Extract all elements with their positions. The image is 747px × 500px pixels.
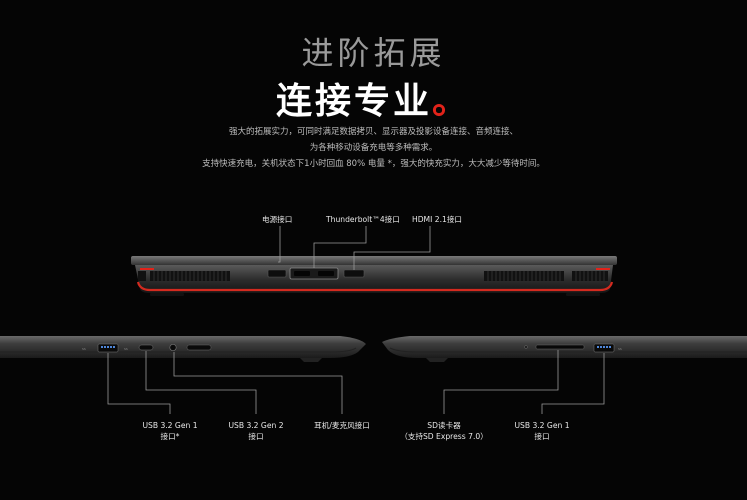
sd-reader-label: SD读卡器 （支持SD Express 7.0）	[396, 420, 492, 442]
power-port-label: 电源接口	[262, 215, 293, 224]
rear-view-laptop	[131, 256, 617, 296]
heading-line1: 进阶拓展	[301, 34, 446, 72]
svg-text:SS: SS	[618, 347, 622, 351]
usb-gen2-label: USB 3.2 Gen 2 接口	[224, 420, 288, 442]
usb-gen1-left-label-line2: 接口*	[160, 432, 180, 441]
description-line1: 强大的拓展实力，可同时满足数据拷贝、显示器及投影设备连接、音频连接、	[228, 127, 518, 137]
sd-reader-label-line2: （支持SD Express 7.0）	[400, 432, 488, 441]
usb-gen1-right-label-line2: 接口	[534, 432, 550, 441]
usb-gen2-label-line2: 接口	[248, 432, 264, 441]
heading-line2: 连接专业。	[0, 72, 747, 124]
usb-gen2-label-line1: USB 3.2 Gen 2	[228, 421, 284, 430]
rear-leader-lines	[278, 226, 431, 270]
right-side-laptop: SS	[382, 336, 747, 362]
sd-reader-label-line1: SD读卡器	[427, 421, 461, 430]
heading-main-text: 连接专业	[275, 81, 432, 122]
heading-accent-dot: 。	[432, 81, 472, 122]
usb-gen1-right-label: USB 3.2 Gen 1 接口	[510, 420, 574, 442]
audio-jack-label: 耳机/麦克风接口	[314, 421, 370, 430]
svg-text:SS: SS	[124, 347, 128, 351]
thunderbolt-port-label: Thunderbolt™4接口	[326, 215, 400, 224]
description-line3: 支持快速充电，关机状态下1小时回血 80% 电量 *，强大的快充实力，大大减少等…	[202, 159, 545, 169]
usb-gen1-left-label-line1: USB 3.2 Gen 1	[142, 421, 198, 430]
description-line2: 为各种移动设备充电等多种需求。	[309, 143, 438, 153]
hdmi-port-label: HDMI 2.1接口	[412, 215, 463, 224]
side-leader-lines	[107, 350, 605, 414]
left-side-laptop: SS SS	[0, 336, 366, 362]
usb-gen1-left-label: USB 3.2 Gen 1 接口*	[138, 420, 202, 442]
svg-text:SS: SS	[82, 347, 86, 351]
usb-gen1-right-label-line1: USB 3.2 Gen 1	[514, 421, 570, 430]
